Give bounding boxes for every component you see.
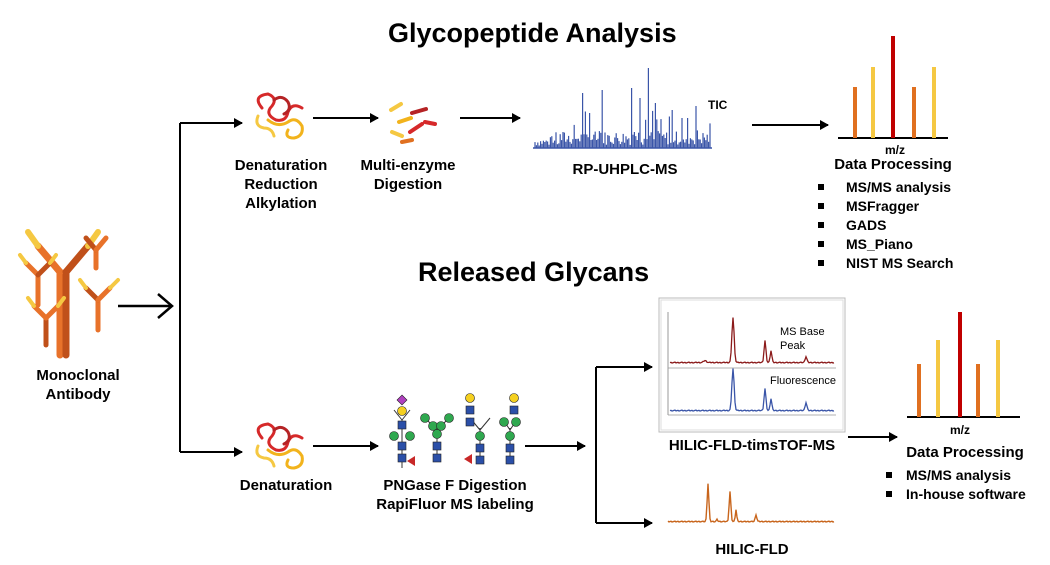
- antibody-label-line2: Antibody: [45, 386, 111, 403]
- bullet-icon: [886, 491, 892, 497]
- released-glycans-title: Released Glycans: [418, 257, 650, 287]
- ms-base-line1: MS Base: [780, 326, 825, 338]
- step2-line1: Multi-enzyme: [360, 157, 456, 174]
- bottom-processing-item: In-house software: [886, 485, 1026, 504]
- fluorescence-label: Fluorescence: [770, 375, 837, 387]
- bottom-ms-spectrum: [907, 312, 1020, 418]
- glycan-circle: [436, 421, 446, 431]
- glycan-circle: [444, 413, 454, 423]
- bottom-processing-list: MS/MS analysis In-house software: [886, 466, 1026, 504]
- rp-uhplc-ms-label: RP-UHPLC-MS: [572, 161, 678, 178]
- glycan-circle: [420, 413, 430, 423]
- glycan-structures-icon: [389, 393, 521, 468]
- top-processing-title: Data Processing: [834, 156, 952, 173]
- top-processing-item: GADS: [818, 216, 953, 235]
- bullet-icon: [818, 260, 824, 266]
- glycan-square: [475, 455, 485, 465]
- tic-label: TIC: [708, 98, 728, 112]
- glycan-circle: [397, 406, 407, 416]
- pngase-label: PNGase F Digestion RapiFluor MS labeling: [370, 476, 540, 514]
- branch-connector-2: [595, 362, 653, 528]
- spectrum-peak: [912, 87, 916, 138]
- glycan-circle: [389, 431, 399, 441]
- antibody-label-line1: Monoclonal: [36, 367, 120, 384]
- ms-base-line2: Peak: [780, 340, 806, 352]
- step-denaturation-reduction-alkylation: Denaturation Reduction Alkylation: [226, 156, 336, 213]
- glycan-square: [505, 443, 515, 453]
- top-processing-item: NIST MS Search: [818, 254, 953, 273]
- pngase-line2: RapiFluor MS labeling: [376, 496, 534, 513]
- antibody-icon: [18, 229, 120, 359]
- hilic-fld-label: HILIC-FLD: [715, 541, 789, 558]
- glycan-square: [475, 443, 485, 453]
- step1-line1: Denaturation: [234, 157, 328, 174]
- glycan-square: [397, 453, 407, 463]
- top-processing-list: MS/MS analysis MSFragger GADS MS_Piano N…: [818, 178, 953, 273]
- antibody-label: Monoclonal Antibody: [28, 366, 128, 404]
- glycan-circle: [475, 431, 485, 441]
- branch-connector: [179, 118, 243, 457]
- hilic-fld-timstof-label: HILIC-FLD-timsTOF-MS: [668, 437, 836, 454]
- peptide-fragments-icon: [389, 102, 437, 144]
- bullet-icon: [818, 184, 824, 190]
- denaturation-label: Denaturation: [239, 477, 333, 494]
- protein-icon-bottom: [255, 422, 304, 470]
- main-split-arrow: [118, 293, 174, 319]
- spectrum-peak: [871, 67, 875, 138]
- bullet-icon: [818, 203, 824, 209]
- bottom-processing-item: MS/MS analysis: [886, 466, 1026, 485]
- glycan-square: [432, 441, 442, 451]
- glycan-square: [505, 455, 515, 465]
- spectrum-peak: [936, 340, 940, 417]
- glycan-square: [465, 405, 475, 415]
- glycan-circle: [505, 431, 515, 441]
- step1-line3: Alkylation: [245, 195, 317, 212]
- glycan-circle: [465, 393, 475, 403]
- glycan-circle: [499, 417, 509, 427]
- bullet-icon: [818, 241, 824, 247]
- spectrum-peak: [917, 364, 921, 417]
- bullet-icon: [886, 472, 892, 478]
- spectrum-peak: [932, 67, 936, 138]
- top-mz-label: m/z: [884, 143, 905, 157]
- top-processing-item: MS_Piano: [818, 235, 953, 254]
- glycan-circle: [428, 421, 438, 431]
- spectrum-peak: [996, 340, 1000, 417]
- glycan-square: [509, 405, 519, 415]
- glycan-square: [465, 417, 475, 427]
- step1-line2: Reduction: [244, 176, 318, 193]
- glycan-triangle: [464, 454, 472, 464]
- step2-line2: Digestion: [373, 176, 443, 193]
- glycan-square: [397, 420, 407, 430]
- glycan-circle: [405, 431, 415, 441]
- glycan-circle: [511, 417, 521, 427]
- bullet-icon: [818, 222, 824, 228]
- hilic-fld-chromatogram: [667, 483, 835, 523]
- spectrum-peak: [976, 364, 980, 417]
- spectrum-peak: [853, 87, 857, 138]
- glycan-square: [397, 441, 407, 451]
- pngase-line1: PNGase F Digestion: [383, 477, 527, 494]
- top-ms-spectrum: [838, 36, 948, 139]
- glycan-square: [432, 453, 442, 463]
- tic-chromatogram: [533, 68, 712, 149]
- top-processing-item: MSFragger: [818, 197, 953, 216]
- glycopeptide-title: Glycopeptide Analysis: [388, 18, 677, 48]
- step-multi-enzyme-digestion: Multi-enzyme Digestion: [358, 156, 458, 194]
- glycan-triangle: [407, 456, 415, 466]
- spectrum-peak: [958, 312, 962, 417]
- glycan-diamond: [396, 394, 408, 406]
- ms-base-peak-label: MS Base Peak: [780, 325, 825, 353]
- glycan-circle: [432, 429, 442, 439]
- top-processing-item: MS/MS analysis: [818, 178, 953, 197]
- bottom-processing-title: Data Processing: [906, 444, 1024, 461]
- hilic-ms-panel: [658, 297, 846, 433]
- glycan-circle: [509, 393, 519, 403]
- protein-icon-top: [255, 92, 304, 140]
- spectrum-peak: [891, 36, 895, 138]
- bottom-mz-label: m/z: [949, 423, 970, 437]
